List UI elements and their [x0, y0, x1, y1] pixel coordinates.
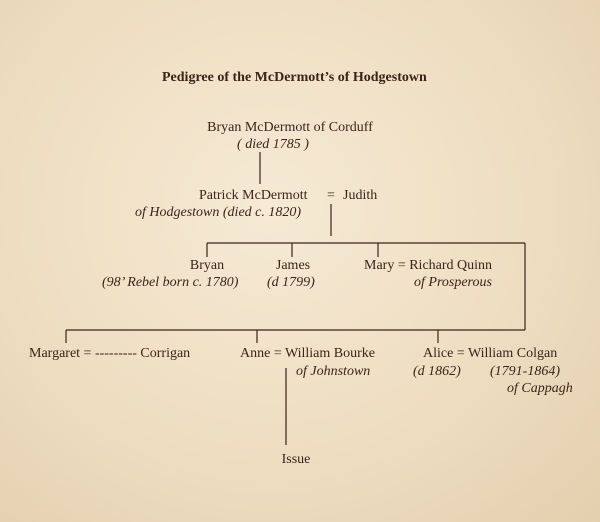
issue-label: Issue — [281, 452, 311, 467]
person-margaret-corrigan: Margaret = --------- Corrigan — [29, 346, 191, 361]
note-patrick-hodgestown: of Hodgestown (died c. 1820) — [135, 205, 302, 220]
note-william-colgan-dates: (1791-1864) — [490, 364, 560, 379]
note-richard-prosperous: of Prosperous — [414, 275, 492, 290]
person-bryan: Bryan — [189, 258, 225, 273]
person-alice-william-colgan: Alice = William Colgan — [423, 346, 558, 361]
note-james-died: (d 1799) — [267, 275, 315, 290]
marriage-sign-patrick: = — [327, 188, 335, 203]
note-william-bourke-johnstown: of Johnstown — [296, 364, 371, 379]
person-mary-richard-quinn: Mary = Richard Quinn — [364, 258, 493, 273]
person-james: James — [275, 258, 311, 273]
person-patrick-mcdermott: Patrick McDermott — [199, 188, 308, 203]
note-alice-died: (d 1862) — [413, 364, 461, 379]
person-anne-william-bourke: Anne = William Bourke — [240, 346, 375, 361]
note-bryan-died: ( died 1785 ) — [237, 137, 309, 152]
pedigree-title: Pedigree of the McDermott’s of Hodgestow… — [162, 70, 427, 85]
note-william-colgan-cappagh: of Cappagh — [507, 381, 573, 396]
person-bryan-mcdermott-corduff: Bryan McDermott of Corduff — [207, 120, 373, 135]
note-bryan-rebel: (98’ Rebel born c. 1780) — [102, 275, 239, 290]
person-judith: Judith — [343, 188, 378, 203]
